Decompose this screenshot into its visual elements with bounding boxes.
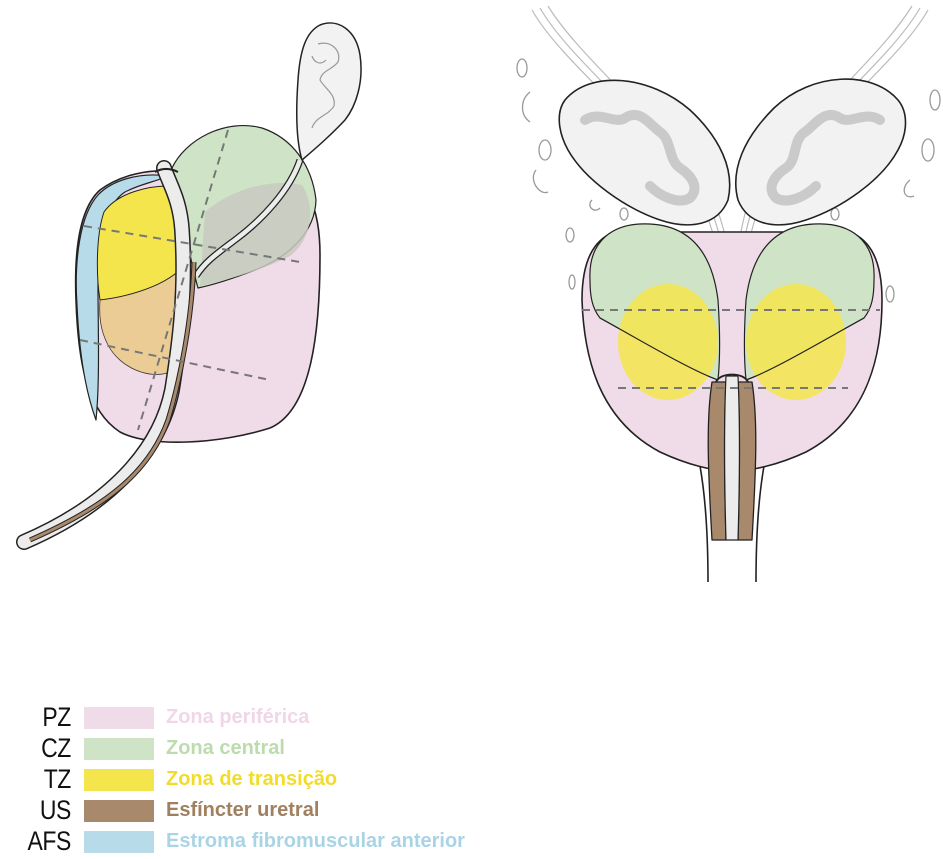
legend-label-cz: Zona central bbox=[166, 737, 285, 760]
legend-abbr-tz: TZ bbox=[22, 766, 76, 793]
legend-swatch-afs bbox=[84, 831, 154, 853]
legend-abbr-pz: PZ bbox=[22, 704, 76, 731]
legend-label-tz: Zona de transição bbox=[166, 768, 337, 791]
legend-abbr-afs: AFS bbox=[22, 828, 76, 855]
coronal-right-urethral-sphincter bbox=[738, 382, 756, 540]
legend: PZ Zona periférica CZ Zona central TZ Zo… bbox=[12, 702, 572, 857]
legend-row-pz: PZ Zona periférica bbox=[12, 702, 572, 733]
legend-row-cz: CZ Zona central bbox=[12, 733, 572, 764]
legend-label-pz: Zona periférica bbox=[166, 706, 309, 729]
legend-swatch-cz bbox=[84, 738, 154, 760]
legend-row-tz: TZ Zona de transição bbox=[12, 764, 572, 795]
coronal-right-transition-zone bbox=[746, 284, 846, 400]
sagittal-view bbox=[24, 23, 361, 542]
coronal-left-urethral-sphincter bbox=[708, 382, 726, 540]
coronal-right-seminal-vesicle bbox=[736, 79, 906, 225]
legend-label-us: Esfíncter uretral bbox=[166, 799, 319, 822]
legend-swatch-pz bbox=[84, 707, 154, 729]
coronal-urethra bbox=[725, 376, 740, 540]
legend-abbr-cz: CZ bbox=[22, 735, 76, 762]
coronal-left-transition-zone bbox=[618, 284, 718, 400]
legend-label-afs: Estroma fibromuscular anterior bbox=[166, 830, 465, 853]
coronal-view bbox=[517, 6, 940, 582]
legend-row-afs: AFS Estroma fibromuscular anterior bbox=[12, 826, 572, 857]
legend-row-us: US Esfíncter uretral bbox=[12, 795, 572, 826]
coronal-left-seminal-vesicle bbox=[559, 80, 729, 225]
legend-swatch-tz bbox=[84, 769, 154, 791]
legend-abbr-us: US bbox=[22, 797, 76, 824]
legend-swatch-us bbox=[84, 800, 154, 822]
